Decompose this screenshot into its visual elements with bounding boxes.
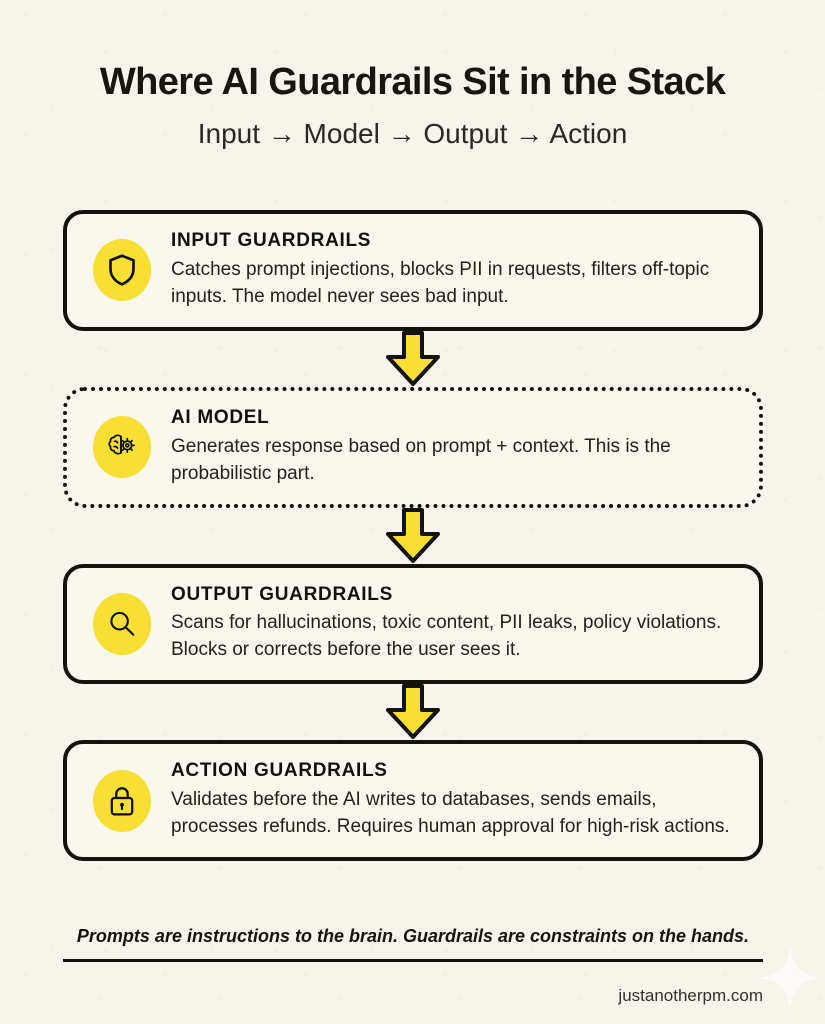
page-subtitle: Input → Model → Output → Action xyxy=(197,117,628,149)
card-text: ACTION GUARDRAILS Validates before the A… xyxy=(171,760,737,841)
flow-card-input-guardrails: INPUT GUARDRAILS Catches prompt injectio… xyxy=(63,210,763,331)
flow-card-action-guardrails: ACTION GUARDRAILS Validates before the A… xyxy=(63,740,763,862)
card-title: AI MODEL xyxy=(171,406,270,428)
flow-card-ai-model: AI MODEL Generates response based on pro… xyxy=(63,386,763,508)
flow-card-output-guardrails: OUTPUT GUARDRAILS Scans for hallucinatio… xyxy=(63,563,763,685)
connector-arrow-2 xyxy=(63,507,763,564)
connector-arrow-1 xyxy=(63,330,763,387)
card-text: INPUT GUARDRAILS Catches prompt injectio… xyxy=(171,230,737,311)
card-title: INPUT GUARDRAILS xyxy=(171,230,372,251)
header: Where AI Guardrails Sit in the Stack Inp… xyxy=(0,0,825,150)
shield-icon xyxy=(93,239,151,302)
footer-divider xyxy=(63,959,763,963)
card-body: Scans for hallucinations, toxic content,… xyxy=(171,612,722,661)
lock-icon xyxy=(93,769,151,832)
brain-gear-icon xyxy=(93,416,151,479)
card-text: AI MODEL Generates response based on pro… xyxy=(171,407,737,488)
card-body: Catches prompt injections, blocks PII in… xyxy=(171,258,710,307)
magnifier-icon xyxy=(93,592,151,655)
card-title: OUTPUT GUARDRAILS xyxy=(171,583,393,605)
brand-label: justanotherpm.com xyxy=(618,986,763,1006)
card-text: OUTPUT GUARDRAILS Scans for hallucinatio… xyxy=(171,584,737,665)
card-body: Validates before the AI writes to databa… xyxy=(171,789,730,838)
connector-arrow-3 xyxy=(63,684,763,740)
card-title: ACTION GUARDRAILS xyxy=(171,760,388,782)
guardrail-flow: INPUT GUARDRAILS Catches prompt injectio… xyxy=(63,210,763,862)
footer: Prompts are instructions to the brain. G… xyxy=(63,925,763,1006)
page-title: Where AI Guardrails Sit in the Stack xyxy=(99,61,726,103)
footer-tagline: Prompts are instructions to the brain. G… xyxy=(76,926,750,946)
card-body: Generates response based on prompt + con… xyxy=(171,435,671,484)
